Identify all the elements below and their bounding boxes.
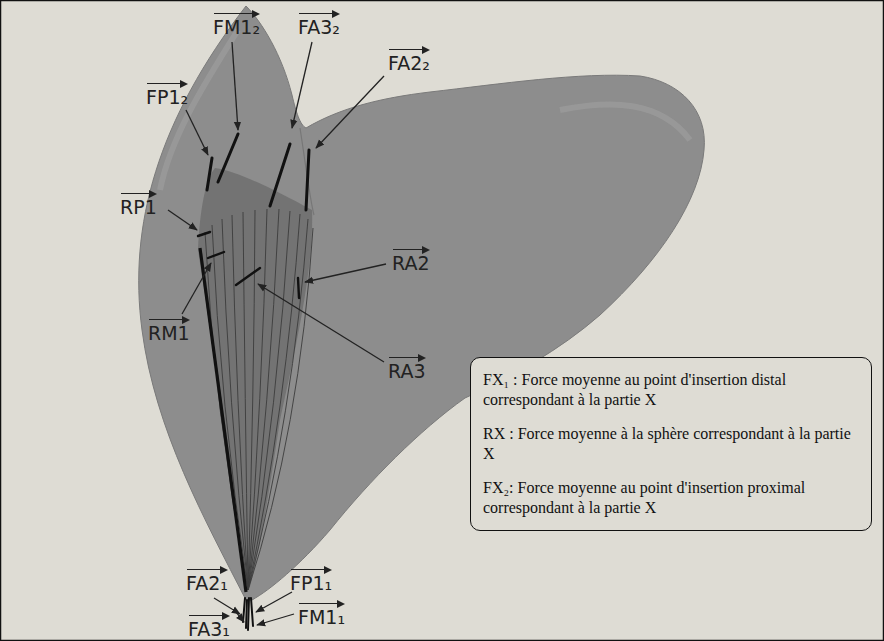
force-label: FA2₁ [186, 566, 228, 594]
posterior-band [200, 248, 246, 592]
force-label: FP1₁ [290, 566, 332, 594]
force-label: FA2₂ [388, 46, 430, 74]
force-label: FA3₂ [298, 10, 340, 38]
force-label: FA3₁ [188, 612, 230, 640]
force-label: RA2 [392, 246, 430, 274]
force-label: FP1₂ [146, 80, 188, 108]
force-label: RM1 [148, 316, 190, 344]
force-label: RA3 [388, 354, 426, 382]
legend-text: RX : Force moyenne à la sphère correspon… [483, 424, 861, 464]
force-label: FM1₂ [213, 10, 260, 38]
leader-lines [168, 42, 386, 625]
legend-text: FX₁ : Force moyenne au point d'insertion… [483, 370, 861, 410]
force-vectors [198, 134, 309, 630]
ligament-region [198, 168, 312, 590]
force-label: RP1 [120, 190, 157, 218]
legend-text: FX₂: Force moyenne au point d'insertion … [483, 478, 861, 518]
legend-box: FX₁ : Force moyenne au point d'insertion… [470, 357, 872, 531]
force-label: FM1₁ [298, 600, 345, 628]
